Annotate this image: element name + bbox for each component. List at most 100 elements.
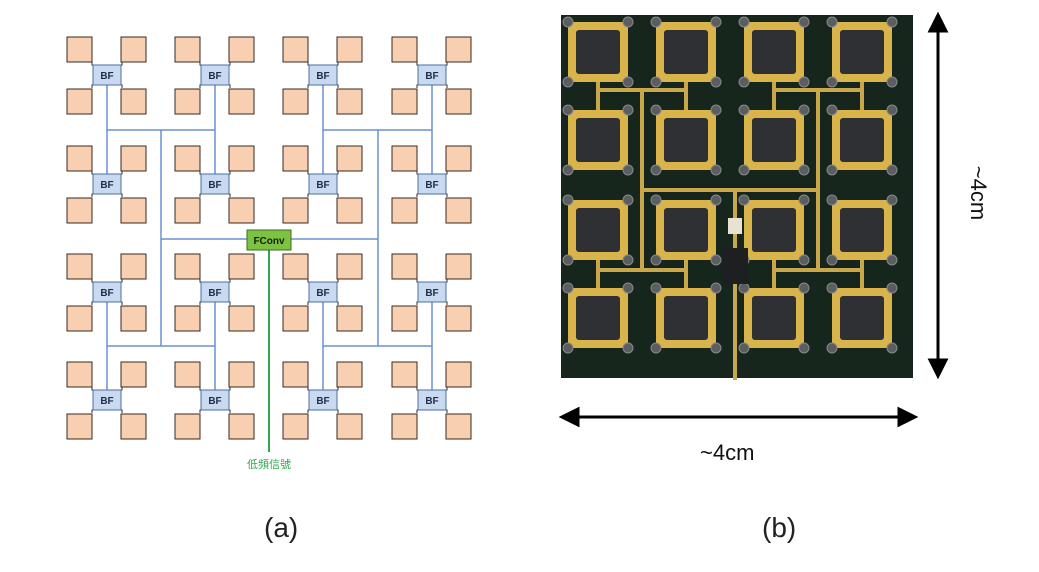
solder-via [886, 164, 898, 176]
antenna-element-15: BF [282, 361, 363, 440]
patch-antenna [120, 361, 147, 388]
patch-antenna [66, 145, 93, 172]
solder-via [798, 16, 810, 28]
chip-package [576, 30, 620, 74]
beamformer-box [92, 173, 122, 195]
solder-via [650, 194, 662, 206]
patch-antenna [174, 36, 201, 63]
solder-via [622, 164, 634, 176]
patch-antenna [282, 305, 309, 332]
patch-antenna [445, 361, 472, 388]
pcb-chip-9 [562, 194, 634, 266]
pcb-chip-15 [738, 282, 810, 354]
chip-package [664, 296, 708, 340]
patch-antenna [228, 197, 255, 224]
solder-via [710, 76, 722, 88]
patch-antenna [336, 88, 363, 115]
beamformer-box [308, 281, 338, 303]
solder-via [650, 164, 662, 176]
patch-antenna [66, 197, 93, 224]
patch-antenna [336, 413, 363, 440]
center-component [728, 218, 742, 234]
patch-antenna [66, 36, 93, 63]
pcb-chip-7 [738, 104, 810, 176]
patch-antenna [174, 361, 201, 388]
beamformer-box [308, 173, 338, 195]
patch-antenna [228, 305, 255, 332]
patch-antenna [120, 253, 147, 280]
patch-antenna [282, 36, 309, 63]
chip-package [840, 118, 884, 162]
beamformer-box [308, 389, 338, 411]
solder-via [738, 342, 750, 354]
pcb-chip-12 [826, 194, 898, 266]
antenna-element-9: BF [66, 253, 147, 332]
antenna-element-3: BF [282, 36, 363, 115]
patch-antenna [228, 413, 255, 440]
patch-antenna [445, 145, 472, 172]
solder-via [622, 194, 634, 206]
patch-antenna [391, 361, 418, 388]
pcb-chip-10 [650, 194, 722, 266]
board-photo-panel-b [558, 11, 949, 428]
solder-via [738, 16, 750, 28]
patch-antenna [336, 197, 363, 224]
solder-via [710, 342, 722, 354]
beamformer-label: BF [425, 71, 438, 82]
solder-via [826, 164, 838, 176]
patch-antenna [120, 36, 147, 63]
solder-via [826, 16, 838, 28]
patch-antenna [336, 253, 363, 280]
patch-antenna [174, 253, 201, 280]
patch-antenna [174, 305, 201, 332]
beamformer-label: BF [100, 180, 113, 191]
solder-via [622, 282, 634, 294]
beamformer-label: BF [100, 71, 113, 82]
solder-via [562, 194, 574, 206]
beamformer-label: BF [100, 396, 113, 407]
beamformer-label: BF [316, 396, 329, 407]
dimension-arrows [558, 11, 949, 428]
patch-antenna [445, 305, 472, 332]
solder-via [562, 16, 574, 28]
patch-antenna [445, 253, 472, 280]
patch-antenna [282, 253, 309, 280]
antenna-element-7: BF [282, 145, 363, 224]
caption-b: (b) [762, 512, 797, 543]
beamformer-label: BF [316, 71, 329, 82]
chip-package [840, 208, 884, 252]
antenna-element-8: BF [391, 145, 472, 224]
patch-antenna [228, 36, 255, 63]
chip-package [664, 30, 708, 74]
solder-via [886, 282, 898, 294]
solder-via [622, 16, 634, 28]
beamformer-label: BF [425, 288, 438, 299]
solder-via [710, 254, 722, 266]
solder-via [562, 282, 574, 294]
solder-via [826, 254, 838, 266]
patch-antenna [445, 197, 472, 224]
beamformer-box [92, 64, 122, 86]
antenna-element-5: BF [66, 145, 147, 224]
antenna-element-4: BF [391, 36, 472, 115]
solder-via [798, 342, 810, 354]
antenna-element-12: BF [391, 253, 472, 332]
beamformer-box [200, 281, 230, 303]
beamformer-box [200, 64, 230, 86]
patch-antenna [391, 253, 418, 280]
width-arrow-head-left [558, 406, 580, 428]
pcb-chip-16 [826, 282, 898, 354]
patch-antenna [282, 197, 309, 224]
pcb-chip-14 [650, 282, 722, 354]
solder-via [622, 254, 634, 266]
patch-antenna [336, 36, 363, 63]
antenna-element-10: BF [174, 253, 255, 332]
solder-via [826, 194, 838, 206]
center-ic [722, 248, 748, 284]
chip-package [664, 118, 708, 162]
beamformer-label: BF [208, 288, 221, 299]
solder-via [650, 104, 662, 116]
patch-antenna [120, 145, 147, 172]
patch-antenna [391, 88, 418, 115]
